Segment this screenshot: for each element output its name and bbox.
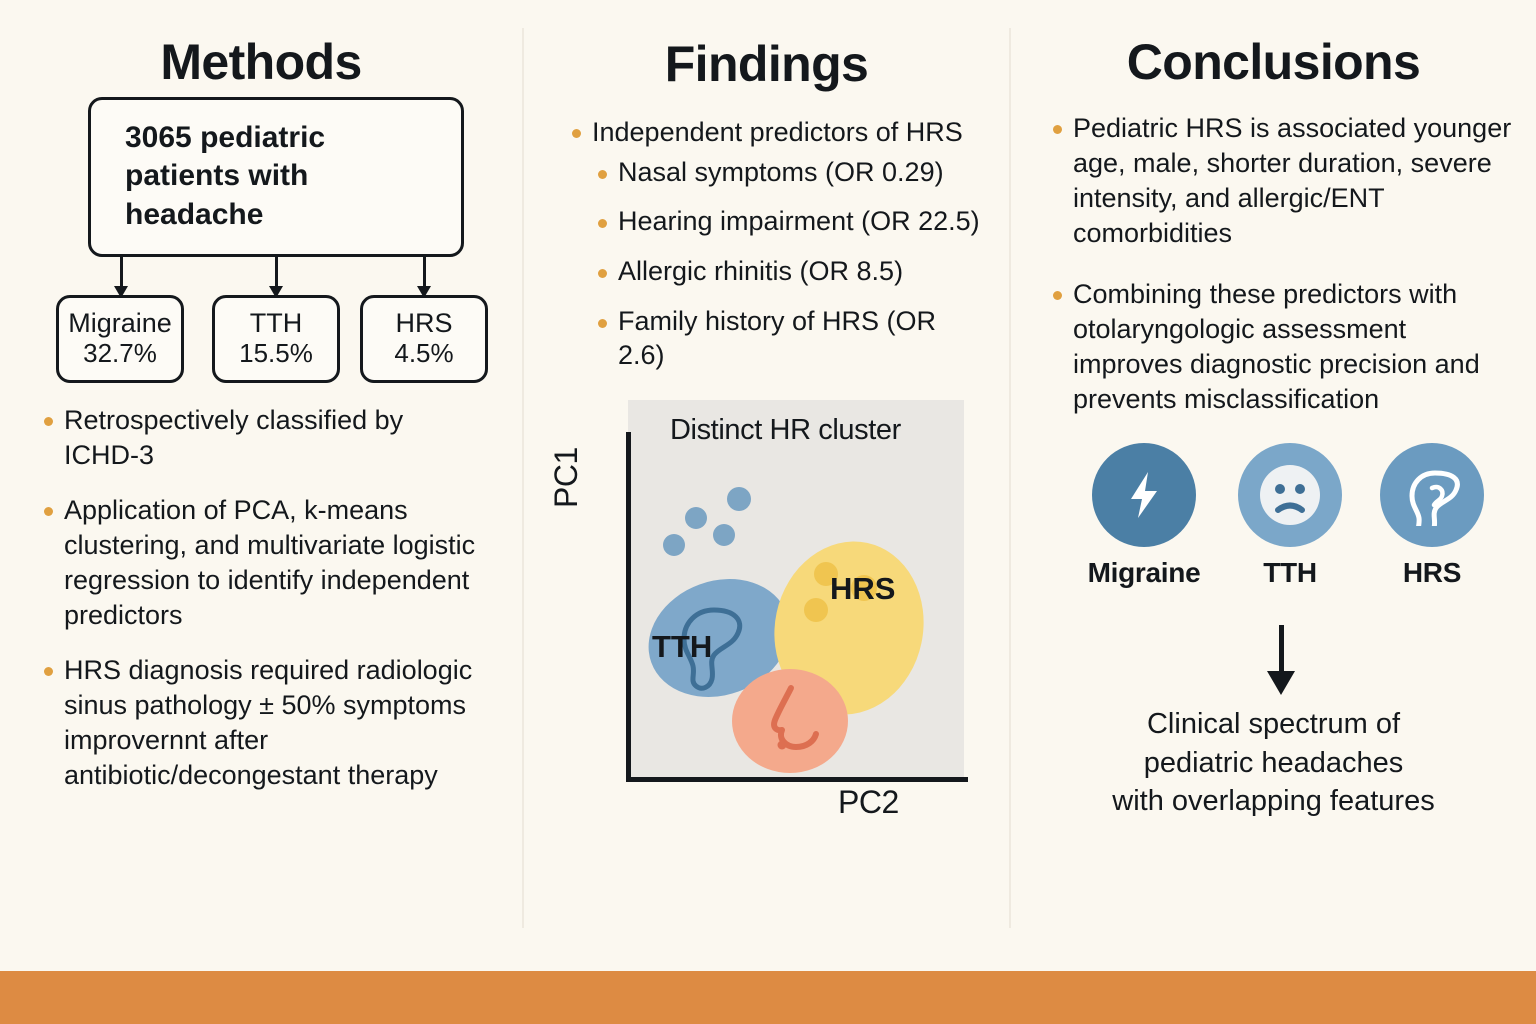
cluster-label-tth: TTH xyxy=(652,629,713,665)
final-summary-line-1: pediatric headaches xyxy=(1143,746,1404,779)
flow-leaf-tth-name: TTH xyxy=(249,308,303,339)
flow-leaf-migraine-value: 32.7% xyxy=(83,338,157,369)
conclusions-bullet-list: Pediatric HRS is associated younger age,… xyxy=(1049,111,1512,418)
methods-bullet-0: Retrospectively classified by ICHD-3 xyxy=(40,403,484,473)
column-methods: Methods 3065 pediatric patients with hea… xyxy=(0,0,522,970)
flow-leaf-hrs-name: HRS xyxy=(395,308,453,339)
sad-face-icon xyxy=(1260,465,1320,526)
cluster-label-hrs: HRS xyxy=(830,571,896,607)
cluster-point-hrs-2 xyxy=(804,598,828,623)
lightning-bolt-icon xyxy=(1131,472,1157,519)
methods-flowchart: 3065 pediatric patients with headache Mi… xyxy=(0,89,522,389)
findings-bullet-main: Independent predictors of HRS Nasal symp… xyxy=(568,115,983,373)
cluster-ellipse-tth xyxy=(648,579,790,698)
final-arrow-head xyxy=(1267,671,1295,696)
findings-bullet-main-label: Independent predictors of HRS xyxy=(592,116,963,147)
icon-circle-hrs xyxy=(1380,443,1484,548)
flow-leaf-tth: TTH 15.5% xyxy=(212,294,340,383)
ear-icon xyxy=(1409,470,1460,527)
conclusions-bullet-0: Pediatric HRS is associated younger age,… xyxy=(1049,111,1512,251)
methods-bullet-list: Retrospectively classified by ICHD-3 App… xyxy=(40,403,484,794)
icon-item-migraine: Migraine xyxy=(1069,443,1219,589)
flow-arrow-migraine xyxy=(114,256,128,298)
findings-bullet-list: Independent predictors of HRS Nasal symp… xyxy=(568,115,983,373)
cluster-ellipse-nasal xyxy=(732,669,848,774)
pca-y-axis-line xyxy=(626,432,631,783)
findings-title: Findings xyxy=(664,36,869,92)
icon-caption-tth: TTH xyxy=(1263,557,1317,589)
pca-chart-title: Distinct HR cluster xyxy=(670,414,901,447)
findings-sub-bullet-2: Allergic rhinitis (OR 8.5) xyxy=(592,255,983,289)
flow-root-box: 3065 pediatric patients with headache xyxy=(88,96,464,257)
flow-leaf-migraine: Migraine 32.7% xyxy=(56,294,184,383)
findings-sub-bullet-3: Family history of HRS (OR 2.6) xyxy=(592,305,983,373)
final-arrow-shaft xyxy=(1279,625,1284,680)
methods-bullet-2: HRS diagnosis required radiologic sinus … xyxy=(40,653,484,793)
pca-x-axis-label: PC2 xyxy=(838,784,899,821)
flow-arrow-hrs xyxy=(417,256,431,298)
icon-item-tth: TTH xyxy=(1215,443,1365,589)
flow-leaf-tth-value: 15.5% xyxy=(239,338,313,369)
final-summary-text: Clinical spectrum of pediatric headaches… xyxy=(1035,705,1512,820)
scatter-point-2 xyxy=(713,524,735,547)
scatter-point-3 xyxy=(663,534,685,557)
conclusions-bullet-1: Combining these predictors with otolaryn… xyxy=(1049,277,1512,417)
conclusion-icon-row: Migraine TTH xyxy=(1011,443,1536,623)
scatter-point-1 xyxy=(727,487,751,512)
final-summary-line-0: Clinical spectrum of xyxy=(1146,708,1401,741)
bottom-accent-bar xyxy=(0,971,1536,1024)
cluster-ellipse-hrs xyxy=(774,541,924,715)
icon-circle-migraine xyxy=(1092,443,1196,548)
column-findings: Findings Independent predictors of HRS N… xyxy=(524,0,1009,970)
methods-bullet-1: Application of PCA, k-means clustering, … xyxy=(40,493,484,633)
flow-leaf-hrs-value: 4.5% xyxy=(394,338,454,369)
flow-root-label: 3065 pediatric patients with headache xyxy=(125,120,326,231)
pca-y-axis-label: PC1 xyxy=(548,447,584,509)
flow-leaf-hrs: HRS 4.5% xyxy=(360,294,488,383)
scatter-point-0 xyxy=(685,507,707,530)
final-flow-arrow xyxy=(1011,623,1536,699)
cluster-point-hrs-1 xyxy=(851,575,877,602)
pca-cluster-svg xyxy=(648,487,924,774)
findings-sub-bullet-0: Nasal symptoms (OR 0.29) xyxy=(592,156,983,190)
flow-arrow-tth xyxy=(269,256,283,298)
column-divider-1 xyxy=(522,28,524,928)
findings-sub-bullet-list: Nasal symptoms (OR 0.29) Hearing impairm… xyxy=(592,156,983,373)
methods-title: Methods xyxy=(160,34,362,90)
nose-nostril-dot xyxy=(777,740,787,750)
conclusions-title: Conclusions xyxy=(1126,34,1421,90)
icon-circle-tth xyxy=(1238,443,1342,548)
pca-cluster-chart: HRS TTH Distinct HR cluster PC1 PC2 xyxy=(548,388,992,821)
column-divider-2 xyxy=(1009,28,1011,928)
icon-caption-hrs: HRS xyxy=(1402,557,1462,589)
icon-caption-migraine: Migraine xyxy=(1087,557,1201,589)
column-conclusions: Conclusions Pediatric HRS is associated … xyxy=(1011,0,1536,970)
findings-sub-bullet-1: Hearing impairment (OR 22.5) xyxy=(592,205,983,239)
pca-x-axis-line xyxy=(626,777,968,783)
ear-icon xyxy=(681,607,743,691)
icon-item-hrs: HRS xyxy=(1357,443,1507,589)
flow-leaf-migraine-name: Migraine xyxy=(68,308,172,339)
cluster-point-hrs-0 xyxy=(814,562,838,587)
nose-icon xyxy=(771,685,819,751)
final-summary-line-2: with overlapping features xyxy=(1112,784,1435,817)
